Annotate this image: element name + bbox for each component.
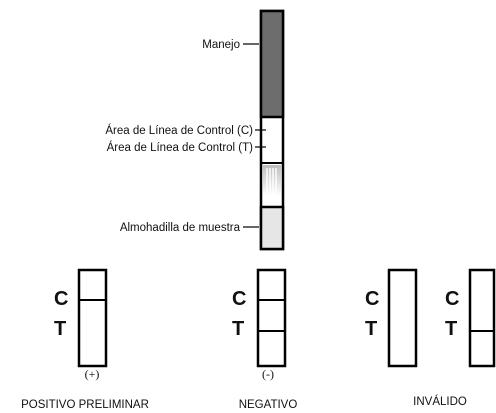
c-letter: C <box>365 288 379 310</box>
result-negative: C T (-) NEGATIVO <box>232 268 298 411</box>
control-t-label-group: Área de Línea de Control (T) <box>107 141 266 154</box>
result-sign: (-) <box>262 367 274 381</box>
flow-arrow-icon <box>263 165 281 207</box>
c-letter: C <box>445 288 459 310</box>
invalid-caption: INVÁLIDO <box>413 395 467 408</box>
c-letter: C <box>54 288 68 310</box>
handle-section <box>259 9 285 119</box>
t-letter: T <box>365 318 377 340</box>
result-invalid-no-lines: C T <box>365 268 418 368</box>
result-window <box>256 268 287 368</box>
handle-label-group: Manejo <box>202 39 259 51</box>
result-window <box>387 268 418 368</box>
result-caption: NEGATIVO <box>239 399 298 411</box>
result-sign: (+) <box>85 367 100 381</box>
sample-pad-label: Almohadilla de muestra <box>120 222 241 234</box>
result-positive: C T (+) POSITIVO PRELIMINAR <box>21 268 149 411</box>
control-c-label: Área de Línea de Control (C) <box>105 124 253 137</box>
result-window <box>77 268 108 368</box>
t-letter: T <box>445 318 457 340</box>
t-letter: T <box>54 318 66 340</box>
sample-pad-label-group: Almohadilla de muestra <box>120 222 259 234</box>
control-t-label: Área de Línea de Control (T) <box>107 141 254 154</box>
c-letter: C <box>232 288 246 310</box>
result-caption: POSITIVO PRELIMINAR <box>21 399 149 411</box>
t-letter: T <box>232 318 244 340</box>
control-c-label-group: Área de Línea de Control (C) <box>105 124 266 137</box>
sample-pad-section <box>259 205 285 251</box>
test-strip <box>259 9 285 251</box>
handle-label: Manejo <box>202 39 240 51</box>
result-window <box>468 268 496 368</box>
result-invalid-t-only: C T <box>445 268 496 368</box>
